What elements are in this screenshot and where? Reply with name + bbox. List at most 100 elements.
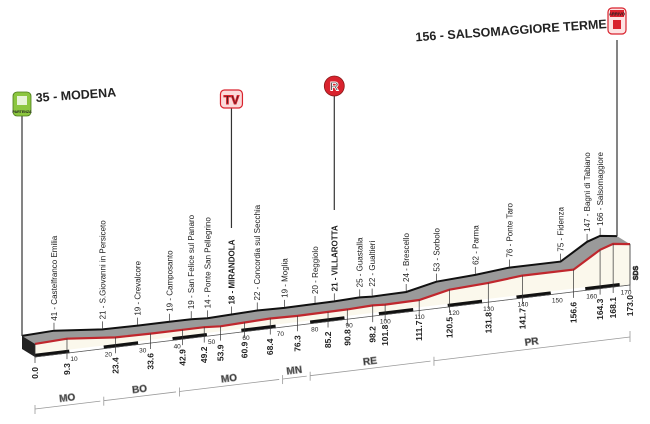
km-label: 173.0 bbox=[625, 295, 635, 317]
scale-tick-label: 90 bbox=[346, 323, 354, 330]
refreshment-icon-text: R bbox=[330, 80, 339, 94]
scale-bar-segment bbox=[378, 307, 414, 316]
town-label: 24 - Brescello bbox=[402, 233, 411, 282]
town-label: 21 - VILLAROTTA bbox=[330, 225, 339, 291]
km-label: 131.8 bbox=[483, 312, 493, 334]
province-line bbox=[34, 400, 101, 410]
scale-tick-label: 50 bbox=[208, 339, 216, 346]
km-label: 98.2 bbox=[368, 326, 378, 343]
town-label: 19 - Moglia bbox=[280, 258, 289, 298]
km-label: 85.2 bbox=[323, 331, 333, 348]
finish-line-icon bbox=[613, 20, 621, 29]
km-label: 90.8 bbox=[342, 329, 352, 346]
town-label: 14 - Ponte San Pellegrino bbox=[203, 217, 212, 309]
tv-icon-text: TV bbox=[224, 93, 239, 107]
scale-tick-label: 80 bbox=[311, 327, 319, 334]
profile-left-face bbox=[22, 335, 35, 357]
profile-outline bbox=[21, 234, 618, 337]
scale-tick-label: 10 bbox=[70, 356, 78, 363]
scale-tick-label: 140 bbox=[518, 302, 529, 309]
km-label: 156.6 bbox=[569, 302, 579, 324]
scale-tick-label: 110 bbox=[414, 314, 425, 321]
km-label: 76.3 bbox=[292, 335, 302, 352]
scale-bar-segment bbox=[309, 316, 345, 324]
km-label: 111.7 bbox=[414, 320, 424, 341]
scale-tick-label: 130 bbox=[483, 306, 494, 313]
town-label: 25 - Guastalla bbox=[356, 237, 365, 287]
tv-icon bbox=[219, 89, 244, 109]
scale-tick-label: 20 bbox=[105, 352, 113, 359]
province-line bbox=[433, 336, 631, 362]
town-label: 166 - Salsomaggiore bbox=[596, 151, 605, 225]
scale-bar-segment bbox=[550, 287, 586, 295]
finish-badge-bg bbox=[610, 10, 624, 17]
province-line bbox=[103, 391, 177, 402]
km-label: 33.6 bbox=[146, 353, 156, 370]
town-label: 76 - Ponte Taro bbox=[505, 202, 514, 257]
sprint-label: SDS bbox=[633, 265, 640, 280]
scale-bar-segment bbox=[585, 283, 620, 291]
finish-town-label: 156 - SALSOMAGGIORE TERME bbox=[415, 17, 607, 44]
km-label: 23.4 bbox=[110, 357, 120, 374]
scale-tick-label: 70 bbox=[277, 331, 285, 338]
scale-tick-label: 40 bbox=[174, 343, 182, 350]
scale-tick-label: 30 bbox=[139, 348, 147, 355]
km-label: 0.0 bbox=[30, 367, 40, 379]
scale-tick-label: 100 bbox=[380, 318, 391, 325]
town-label: 19 - San Felice sul Panaro bbox=[187, 214, 196, 309]
town-label: 75 - Fidenza bbox=[557, 207, 566, 252]
province-line bbox=[282, 375, 307, 380]
town-label: 18 - MIRANDOLA bbox=[227, 239, 236, 304]
province-label: RE bbox=[362, 356, 377, 369]
town-label: 19 - Crevalcore bbox=[134, 260, 143, 315]
province-label: BO bbox=[131, 383, 147, 396]
town-label: 41 - Castelfranco Emilia bbox=[50, 235, 59, 320]
km-label: 53.9 bbox=[215, 344, 225, 361]
scale-bar-segment bbox=[69, 345, 104, 354]
scale-bar-segment bbox=[172, 332, 208, 341]
checkered-flag-icon bbox=[17, 96, 27, 105]
start-badge-text: PARTENZA bbox=[12, 110, 32, 114]
km-label: 68.4 bbox=[265, 338, 275, 355]
province-label: MO bbox=[220, 373, 238, 386]
province-line bbox=[179, 379, 280, 392]
province-label: MN bbox=[286, 365, 303, 378]
scale-bar-segment bbox=[344, 312, 380, 320]
town-label: 53 - Sorbolo bbox=[432, 228, 441, 272]
km-label: 49.2 bbox=[199, 346, 209, 363]
km-label: 141.7 bbox=[517, 308, 527, 330]
town-label: 20 - Reggiolo bbox=[311, 246, 320, 294]
scale-bar-segment bbox=[137, 337, 173, 345]
km-label: 164.3 bbox=[595, 298, 605, 320]
town-label: 22 - Concordia sul Secchia bbox=[253, 204, 262, 300]
town-label: 19 - Camposanto bbox=[166, 250, 175, 312]
scale-tick-label: 170 bbox=[621, 289, 632, 296]
refreshment-icon bbox=[323, 75, 345, 97]
scale-tick-label: 60 bbox=[242, 335, 250, 342]
scale-bar-segment bbox=[103, 341, 139, 349]
profile-top-surface bbox=[22, 235, 630, 344]
profile-road-line bbox=[34, 242, 631, 345]
km-label: 42.9 bbox=[178, 349, 188, 366]
km-label: 60.9 bbox=[239, 341, 249, 358]
scale-bar-segment bbox=[481, 295, 517, 304]
scale-tick-label: 120 bbox=[449, 310, 460, 317]
profile-baseline bbox=[34, 284, 631, 358]
province-line bbox=[310, 360, 431, 377]
start-town-label: 35 - MODENA bbox=[35, 85, 116, 105]
scale-tick-label: 150 bbox=[552, 298, 563, 305]
scale-bar-segment bbox=[206, 328, 242, 337]
km-label: 101.8 bbox=[380, 324, 390, 346]
town-label: 21 - S.Giovanni in Persiceto bbox=[98, 220, 107, 320]
finish-badge-text: ARRIVO bbox=[609, 12, 626, 17]
town-label: 22 - Gualtieri bbox=[368, 241, 377, 287]
province-label: MO bbox=[59, 392, 77, 405]
town-label: 147 - Bagni di Tabiano bbox=[583, 152, 592, 232]
town-label: 62 - Parma bbox=[471, 225, 480, 265]
province-label: PR bbox=[524, 336, 540, 349]
scale-bar-segment bbox=[275, 320, 311, 329]
km-label: 120.5 bbox=[444, 317, 454, 339]
km-label: 168.1 bbox=[608, 297, 618, 319]
